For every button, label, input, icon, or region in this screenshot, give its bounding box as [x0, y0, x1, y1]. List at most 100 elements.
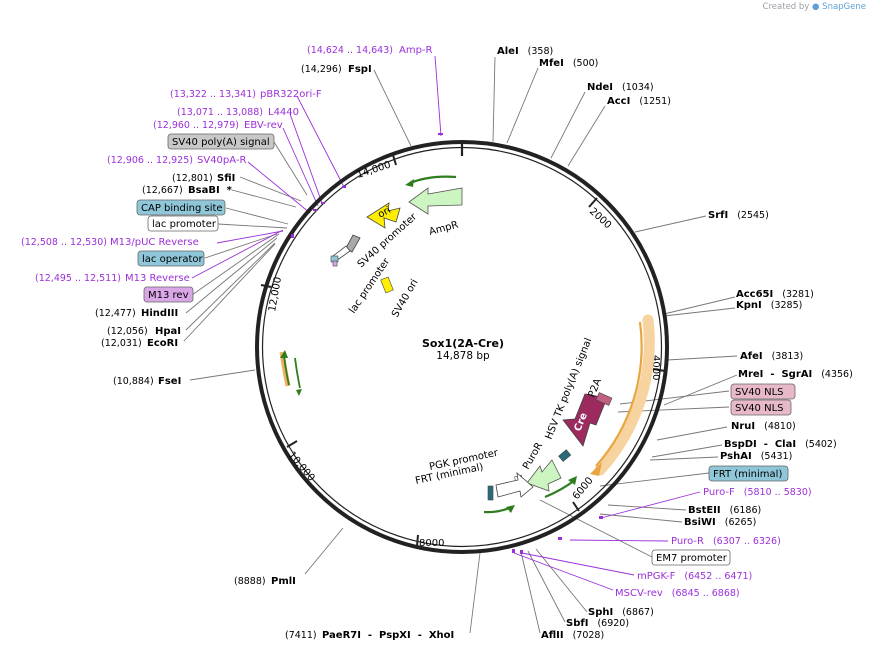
box-sv40-nls-2 [730, 399, 792, 416]
primer-label-mscv: MSCV-rev(6845 .. 6868) [615, 588, 740, 599]
leader-bsabi [231, 189, 297, 208]
site-label-sfii: (12,801)SfiI [172, 173, 235, 184]
small-green-arrowhead-1-icon [280, 350, 288, 358]
site-label-afliii: AflII(7028) [541, 630, 604, 641]
site-label-hindiii: (12,477)HindIII [95, 308, 178, 319]
tick-10000 [286, 440, 298, 448]
box-lac-operator [137, 250, 205, 267]
leader-sv40pa [273, 141, 308, 196]
leader-acc65i [663, 296, 736, 315]
box-lac-promoter [147, 215, 219, 232]
site-label-fspi: (14,296)FspI [301, 64, 372, 75]
site-label-sphi: SphI(6867) [588, 607, 654, 618]
p2a-box [595, 392, 613, 406]
leader-sphi [535, 548, 588, 613]
leader-m13puc [216, 230, 284, 244]
leader-ebv [282, 127, 319, 207]
leader-pbr322 [296, 95, 345, 188]
brand-created-by: Created by [762, 2, 810, 12]
box-label-sv40-nls-2: SV40 NLS [735, 403, 784, 414]
puror-arrow [526, 459, 562, 492]
leader-ecori [183, 243, 276, 342]
box-label-lac-operator: lac operator [142, 254, 203, 265]
orf-glow [594, 314, 655, 476]
leader-cap [225, 207, 289, 225]
tick-2000 [588, 197, 598, 208]
mark-ampr [438, 133, 443, 135]
leader-purof [600, 491, 701, 519]
pgk-green-arrowhead-icon [506, 505, 515, 513]
site-label-acc65i: Acc65I(3281) [736, 289, 814, 300]
tick-12000 [260, 284, 272, 288]
leader-lacprom [217, 223, 288, 229]
box-frt-minimal [708, 465, 789, 482]
site-label-acci: AccI(1251) [607, 96, 671, 107]
box-sv40-polya [167, 133, 275, 150]
tick-label-4000: 4000 [650, 355, 661, 380]
leader-ampr-primer [434, 55, 442, 137]
small-green-arc-2 [294, 357, 301, 389]
leader-m13r [191, 229, 284, 279]
leader-sv40par [247, 161, 311, 214]
site-label-bsteii: BstEII(6186) [688, 505, 761, 516]
site-labels: AleI(358) MfeI(500) NdeI(1034) AccI(1251… [95, 46, 853, 641]
leader-bsteii [607, 504, 687, 511]
site-label-srfi: SrfI(2545) [708, 210, 769, 221]
primer-labels: (14,624 .. 14,643)Amp-R (13,322 .. 13,34… [21, 45, 812, 599]
leader-lacop [204, 233, 278, 259]
cre-arrow [562, 393, 608, 447]
leader-acci [567, 105, 606, 167]
frt-box [487, 485, 494, 501]
primer-label-mpgkf: mPGK-F(6452 .. 6471) [637, 571, 752, 582]
leader-alei [492, 56, 496, 143]
tick-label-10000: 10,000 [286, 450, 317, 484]
ori-label: ori [376, 205, 393, 221]
leader-l4440 [289, 113, 323, 204]
mark-l4440 [321, 202, 325, 204]
mark-puror [558, 537, 562, 540]
puror-green-arrowhead-icon [568, 476, 577, 485]
leader-nrui [656, 426, 728, 441]
primer-label-m13puc: (12,508 .. 12,530)M13/pUC Reverse [21, 237, 199, 248]
leader-srfi [634, 215, 707, 233]
mark-mscv [512, 549, 515, 553]
primer-leaders [191, 55, 701, 591]
site-label-sbfi: SbfI(6920) [566, 618, 629, 629]
mark-pbr [342, 186, 346, 188]
plasmid-name: Sox1(2A-Cre) [422, 337, 504, 350]
site-label-fsei: (10,884)FseI [113, 376, 181, 387]
tick-14000 [392, 154, 397, 166]
snapgene-brand: Created by ● SnapGene [763, 2, 866, 12]
orf-arrowhead-icon [590, 462, 602, 476]
leader-xhoi [469, 552, 481, 634]
site-label-pmli: (8888)PmlI [234, 576, 296, 587]
primer-marks [291, 133, 603, 554]
primer-label-l4440: (13,071 .. 13,088)L4440 [177, 107, 299, 118]
site-label-ndei: NdeI(1034) [587, 82, 654, 93]
boxed-labels: SV40 poly(A) signal CAP binding site lac… [136, 133, 796, 566]
ori-arrow [366, 202, 401, 229]
mark-m13 [291, 234, 294, 238]
leader-mfei [506, 67, 539, 144]
m13-rev-box [332, 260, 338, 267]
primer-label-m13r: (12,495 .. 12,511)M13 Reverse [35, 273, 190, 284]
leader-mrei [663, 374, 738, 406]
puror-label: PuroR [521, 441, 545, 472]
mark-purof [599, 516, 603, 519]
box-label-frt-minimal: FRT (minimal) [713, 469, 782, 480]
tick-4000 [652, 368, 666, 372]
leader-bsiwi [599, 513, 683, 523]
mark-mpgk [520, 550, 523, 554]
site-label-ecori: (12,031)EcoRI [101, 338, 178, 349]
primer-label-ampr: (14,624 .. 14,643)Amp-R [307, 45, 433, 56]
leader-afei [666, 355, 738, 361]
tick-label-8000: 8000 [419, 538, 444, 549]
site-label-bsiwi: BsiWI(6265) [684, 517, 756, 528]
site-label-hpai: (12,056)HpaI [107, 326, 181, 337]
box-label-sv40-nls-1: SV40 NLS [735, 387, 784, 398]
tick-6000 [572, 501, 580, 512]
brand-app-name: SnapGene [822, 2, 866, 12]
ampr-green-arc [409, 175, 457, 185]
box-label-cap-binding: CAP binding site [141, 203, 223, 214]
